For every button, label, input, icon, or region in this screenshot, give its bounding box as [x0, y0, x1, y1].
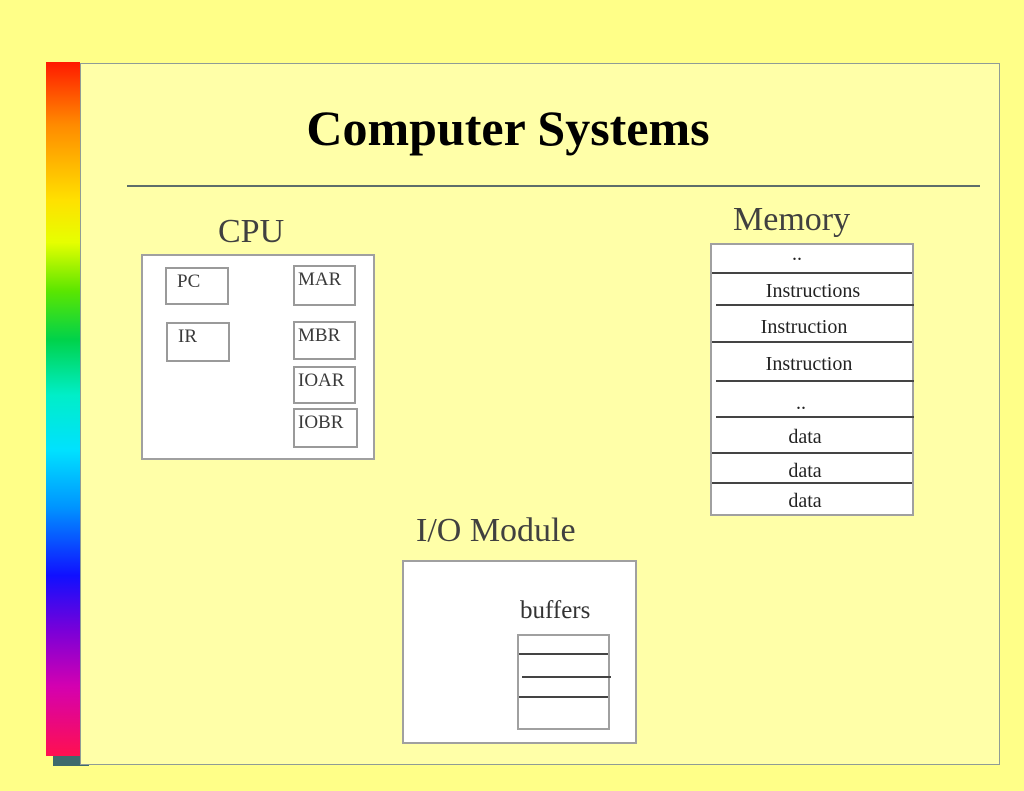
memory-label: Memory — [733, 201, 851, 238]
rainbow-bar — [46, 62, 80, 756]
io-module-label: I/O Module — [416, 512, 576, 549]
memory-cell: .. — [792, 243, 802, 265]
register-ioar: IOAR — [293, 366, 356, 404]
memory-box — [710, 243, 914, 516]
memory-cell: Instructions — [765, 280, 861, 302]
buffer-divider — [519, 653, 608, 655]
memory-divider — [712, 341, 912, 343]
title-divider — [127, 185, 980, 187]
buffer-divider — [519, 696, 608, 698]
memory-divider — [716, 416, 914, 418]
memory-cell: Instruction — [765, 353, 853, 375]
memory-cell: data — [788, 460, 822, 482]
memory-cell: data — [788, 490, 822, 512]
memory-divider — [716, 304, 914, 306]
cpu-label: CPU — [218, 213, 285, 250]
buffers-box — [517, 634, 610, 730]
memory-cell: data — [788, 426, 822, 448]
buffer-divider — [522, 676, 611, 678]
memory-divider — [712, 482, 912, 484]
memory-cell: Instruction — [760, 316, 848, 338]
memory-cell: .. — [796, 392, 806, 414]
register-iobr: IOBR — [293, 408, 358, 448]
slide-title: Computer Systems — [306, 100, 710, 156]
register-ir: IR — [166, 322, 230, 362]
buffers-label: buffers — [520, 597, 591, 624]
register-mar: MAR — [293, 265, 356, 306]
register-mbr: MBR — [293, 321, 356, 360]
memory-divider — [716, 380, 914, 382]
register-pc: PC — [165, 267, 229, 305]
memory-divider — [712, 452, 912, 454]
memory-divider — [712, 272, 912, 274]
